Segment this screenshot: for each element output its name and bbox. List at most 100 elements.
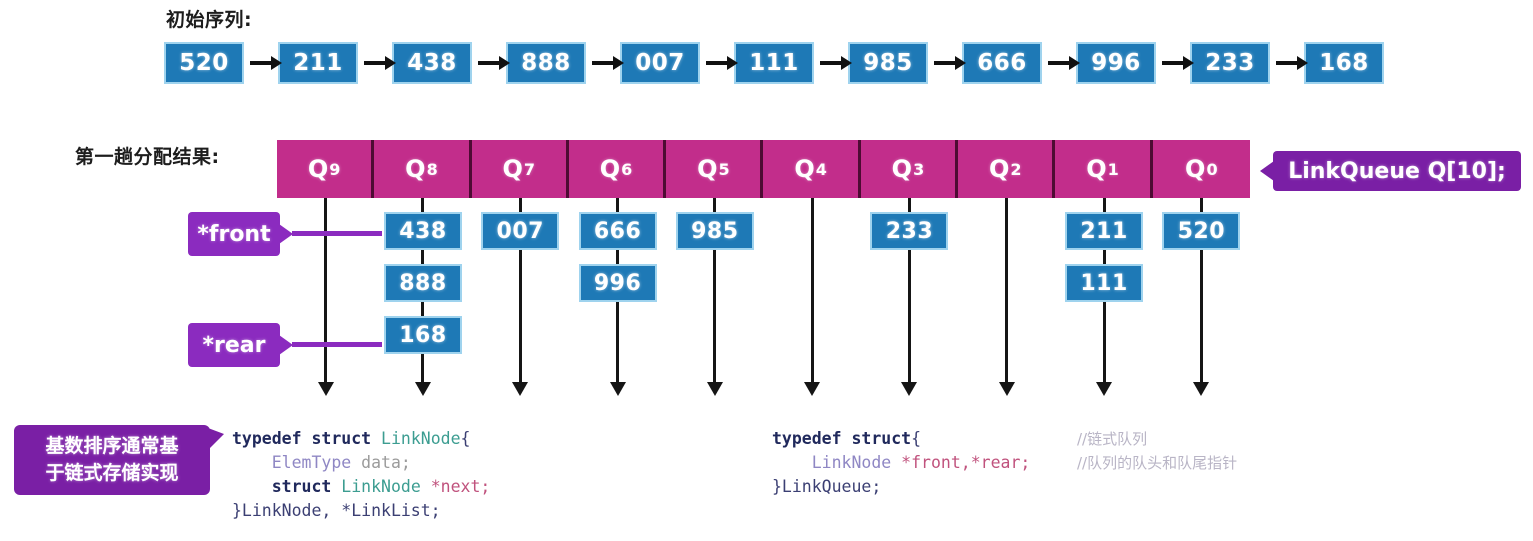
right-arrow-icon xyxy=(814,42,852,84)
queue-column-arrow-icon-Q2 xyxy=(998,382,1015,396)
initial-sequence-label: 初始序列: xyxy=(166,9,253,31)
queue-item-node: 211 xyxy=(1065,212,1144,250)
rear-pointer-callout: *rear xyxy=(188,323,280,367)
code-left-struct: struct xyxy=(311,429,372,448)
radix-sort-note-line1: 基数排序通常基 xyxy=(45,435,179,457)
queue-item-node: 520 xyxy=(1162,212,1241,250)
queue-column-line-Q5 xyxy=(713,198,717,382)
right-arrow-icon xyxy=(928,42,966,84)
queue-cell-index: 3 xyxy=(913,159,925,179)
queue-cell-index: 8 xyxy=(426,159,438,179)
list-node: 888 xyxy=(506,42,586,84)
queue-cell-name: Q xyxy=(307,155,329,183)
queue-cell-index: 0 xyxy=(1206,159,1218,179)
code-right-closing-line: }LinkQueue; xyxy=(772,477,882,496)
queue-item-node: 111 xyxy=(1065,264,1144,302)
queue-cell-index: 1 xyxy=(1107,159,1119,179)
queue-cell-name: Q xyxy=(697,155,718,183)
code-left-next-pointer: *next; xyxy=(430,477,491,496)
queue-column-arrow-icon-Q1 xyxy=(1096,382,1113,396)
code-right-open-brace: { xyxy=(911,429,922,448)
right-arrow-icon xyxy=(358,42,396,84)
queue-cell-index: 2 xyxy=(1010,159,1022,179)
queue-column-arrow-icon-Q8 xyxy=(414,382,431,396)
right-arrow-icon xyxy=(586,42,624,84)
right-arrow-icon xyxy=(1042,42,1080,84)
queue-item-node: 996 xyxy=(578,264,657,302)
queue-cell-name: Q xyxy=(794,155,815,183)
queue-cell-name: Q xyxy=(405,155,426,183)
queue-column-line-Q3 xyxy=(907,198,911,382)
right-arrow-icon xyxy=(700,42,738,84)
right-arrow-icon xyxy=(244,42,282,84)
queue-cell-name: Q xyxy=(599,155,621,183)
code-left-open-brace: { xyxy=(460,429,471,448)
linkqueue-declaration-callout: LinkQueue Q[10]; xyxy=(1273,151,1521,191)
queue-column-line-Q2 xyxy=(1005,198,1009,382)
queue-item-node: 233 xyxy=(870,212,949,250)
right-arrow-icon xyxy=(1270,42,1308,84)
code-right-comment-1: //链式队列 xyxy=(1077,430,1148,448)
radix-sort-note-callout: 基数排序通常基 于链式存储实现 xyxy=(14,425,210,495)
queue-cell-name: Q xyxy=(988,155,1010,183)
queue-item-node: 007 xyxy=(481,212,560,250)
queue-column-arrow-icon-Q6 xyxy=(609,382,626,396)
code-right-linknode-type: LinkNode xyxy=(811,453,892,472)
code-left-linknode-type-2: LinkNode xyxy=(341,477,421,496)
queue-item-node: 666 xyxy=(578,212,657,250)
front-pointer-leader-line xyxy=(292,231,382,236)
queue-column-line-Q4 xyxy=(810,198,814,382)
code-left-typedef: typedef xyxy=(232,429,302,448)
list-node: 111 xyxy=(734,42,814,84)
code-right-comment-2: //队列的队头和队尾指针 xyxy=(1077,454,1238,472)
queue-column-arrow-icon-Q0 xyxy=(1193,382,1210,396)
list-node: 666 xyxy=(962,42,1042,84)
radix-sort-note-tail xyxy=(208,428,224,450)
queue-column-arrow-icon-Q3 xyxy=(901,382,918,396)
queue-column-arrow-icon-Q4 xyxy=(804,382,821,396)
code-left-elemtype: ElemType xyxy=(271,453,352,472)
queue-cell-name: Q xyxy=(1086,155,1107,183)
queue-column-arrow-icon-Q9 xyxy=(317,382,334,396)
code-left-data-field: data; xyxy=(361,453,411,472)
list-node: 168 xyxy=(1304,42,1384,84)
first-pass-result-label: 第一趟分配结果: xyxy=(75,146,220,168)
rear-pointer-leader-line xyxy=(292,342,382,347)
linkqueue-struct-code: typedef struct{ LinkNode *front,*rear; }… xyxy=(772,427,1030,499)
queue-item-node: 985 xyxy=(675,212,754,250)
right-arrow-icon xyxy=(1156,42,1194,84)
queue-cell-name: Q xyxy=(502,155,523,183)
queue-cell-name: Q xyxy=(891,155,913,183)
code-left-closing-line: }LinkNode, *LinkList; xyxy=(232,501,441,520)
list-node: 996 xyxy=(1076,42,1156,84)
code-left-linknode-type: LinkNode xyxy=(381,429,461,448)
front-pointer-callout: *front xyxy=(188,212,280,256)
queue-column-arrow-icon-Q5 xyxy=(706,382,723,396)
queue-column-line-Q7 xyxy=(518,198,522,382)
code-right-front-rear-pointers: *front,*rear; xyxy=(901,453,1031,472)
code-left-struct-2: struct xyxy=(271,477,332,496)
rear-pointer-label: *rear xyxy=(202,332,266,358)
queue-column-arrow-icon-Q7 xyxy=(512,382,529,396)
front-pointer-label: *front xyxy=(197,221,271,247)
linknode-struct-code: typedef struct LinkNode{ ElemType data; … xyxy=(232,427,490,523)
right-arrow-icon xyxy=(472,42,510,84)
queue-item-node: 168 xyxy=(383,316,462,354)
queue-cell-index: 6 xyxy=(621,159,633,179)
queue-cell-name: Q xyxy=(1185,155,1206,183)
queue-column-line-Q0 xyxy=(1199,198,1203,382)
queue-item-node: 438 xyxy=(383,212,462,250)
